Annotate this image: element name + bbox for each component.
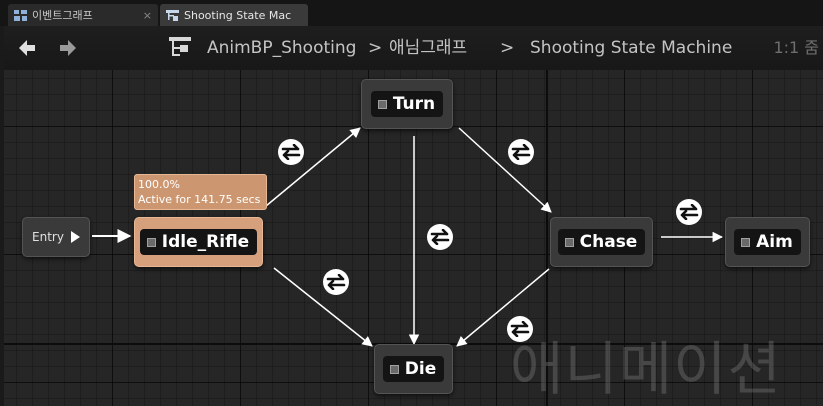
transition-rule-idle-die[interactable] (323, 269, 349, 295)
state-node-idle-rifle[interactable]: Idle_Rifle (134, 217, 263, 267)
tab-label: Shooting State Mac (184, 8, 292, 22)
entry-label: Entry (32, 230, 64, 244)
active-percent: 100.0% (138, 178, 180, 191)
state-icon (741, 237, 751, 247)
wire-idle-to-die (273, 267, 373, 347)
state-icon (377, 99, 387, 109)
transition-arrows-icon (511, 144, 531, 160)
state-label: Idle_Rifle (161, 232, 250, 252)
state-title: Chase (557, 229, 646, 255)
forward-button[interactable] (55, 35, 81, 61)
back-button[interactable] (14, 35, 40, 61)
wire-idle-to-turn (265, 127, 361, 207)
state-title: Idle_Rifle (139, 229, 258, 255)
wire-turn-to-chase (458, 127, 552, 213)
transition-arrows-icon (679, 204, 699, 220)
transition-arrows-icon (281, 144, 301, 160)
breadcrumb-anim-bp[interactable]: AnimBP_Shooting (207, 38, 357, 58)
state-title: Die (382, 356, 445, 382)
event-graph-icon (14, 9, 27, 21)
tab-bar: 이벤트그래프 × Shooting State Mac (0, 0, 823, 26)
state-label: Chase (579, 232, 638, 252)
breadcrumb-state-machine[interactable]: Shooting State Machine (530, 38, 733, 58)
wire-chase-to-die (456, 268, 550, 347)
breadcrumb-separator: > (368, 38, 383, 58)
breadcrumb-separator: > (500, 38, 515, 58)
state-label: Die (404, 359, 437, 379)
state-machine-icon (166, 9, 179, 21)
graph-header: AnimBP_Shooting > 애님그래프 > Shooting State… (4, 26, 823, 70)
graph-watermark: 애니메이션 (510, 335, 782, 403)
active-duration: Active for 141.75 secs (138, 193, 261, 206)
close-icon[interactable]: × (142, 8, 152, 22)
transition-arrows-icon (430, 229, 450, 245)
transition-rule-turn-die[interactable] (427, 224, 453, 250)
tab-event-graph[interactable]: 이벤트그래프 × (8, 4, 158, 26)
transition-arrows-icon (510, 321, 530, 337)
state-title: Aim (734, 229, 801, 255)
graph-canvas[interactable]: 애니메이션 Entry 100.0% (4, 26, 823, 406)
state-node-die[interactable]: Die (374, 344, 453, 394)
transition-rule-chase-aim[interactable] (676, 199, 702, 225)
zoom-label: 1:1 줌 (773, 38, 819, 57)
transition-rule-chase-die[interactable] (507, 316, 533, 342)
transition-rule-idle-turn[interactable] (278, 139, 304, 165)
entry-output-pin-icon[interactable] (70, 231, 80, 243)
state-icon (564, 237, 574, 247)
entry-node[interactable]: Entry (22, 217, 90, 257)
state-label: Aim (756, 232, 793, 252)
state-node-turn[interactable]: Turn (361, 79, 453, 129)
active-state-tooltip: 100.0% Active for 141.75 secs (134, 174, 267, 210)
state-icon (146, 237, 156, 247)
state-icon (389, 364, 399, 374)
transition-rule-turn-chase[interactable] (508, 139, 534, 165)
graph-origin-line-vertical (546, 26, 548, 406)
state-node-chase[interactable]: Chase (550, 217, 653, 267)
state-title: Turn (370, 91, 444, 117)
left-arrow-icon (19, 40, 35, 56)
breadcrumb-anim-graph[interactable]: 애님그래프 (389, 38, 468, 58)
tab-label: 이벤트그래프 (32, 9, 93, 22)
transition-arrows-icon (326, 274, 346, 290)
state-label: Turn (392, 94, 436, 114)
tab-shooting-state-machine[interactable]: Shooting State Mac (160, 4, 308, 26)
transition-wires (92, 127, 724, 347)
state-node-aim[interactable]: Aim (725, 217, 810, 267)
state-machine-icon (169, 37, 191, 56)
right-arrow-icon (60, 40, 76, 56)
